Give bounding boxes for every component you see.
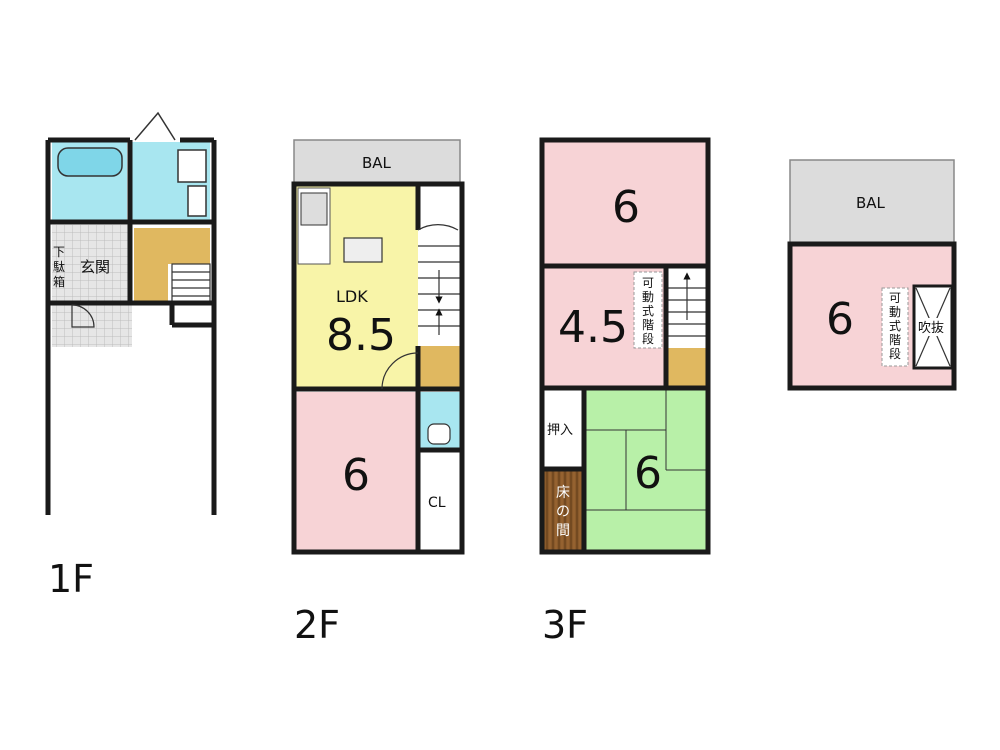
balcony-loft [789, 159, 955, 245]
sink-icon [187, 185, 207, 217]
stair-landing [134, 228, 210, 264]
movable-stair-label-loft: 可 動 式 階 段 [889, 291, 901, 361]
void-label: 吹抜 [918, 320, 944, 336]
svg-text:駄: 駄 [53, 259, 65, 274]
ldk-label: LDK [336, 287, 368, 306]
stair-landing-lower [134, 264, 168, 304]
ldk-size: 8.5 [326, 310, 396, 361]
svg-text:可: 可 [889, 291, 901, 305]
walls-1f [45, 137, 217, 515]
floor-3f: 6 4.5 可 動 式 階 段 押入 床 の 間 6 3F [539, 137, 711, 647]
porch-area [52, 305, 132, 347]
svg-text:式: 式 [889, 319, 901, 333]
tokonoma [544, 470, 582, 550]
room-top-3f [544, 142, 708, 264]
void-label-bg [916, 318, 950, 336]
tatami-size-3f: 6 [634, 448, 662, 499]
floor-label-2f: 2F [294, 603, 340, 647]
svg-text:下: 下 [53, 245, 65, 259]
movable-stair-loft [881, 287, 909, 367]
svg-text:間: 間 [556, 523, 570, 539]
svg-text:の: の [556, 504, 570, 520]
bathtub-icon [57, 147, 123, 177]
tokonoma-label: 床 の 間 [556, 485, 570, 539]
toilet-icon [427, 423, 451, 445]
walls-loft [787, 241, 957, 391]
stair-landing-3f [668, 348, 706, 386]
closet-label-2f: CL [428, 495, 446, 511]
floor-1f: 玄関 下 駄 箱 1F [45, 111, 217, 601]
entry-door-icon [134, 111, 176, 141]
stair-landing-2f [418, 346, 460, 388]
room-top-size-3f: 6 [612, 182, 640, 233]
svg-text:段: 段 [642, 331, 654, 346]
closet-label-3f: 押入 [547, 423, 573, 438]
svg-text:式: 式 [642, 304, 654, 318]
svg-text:階: 階 [889, 332, 901, 347]
door-swing-icon [381, 352, 419, 390]
movable-stair-label-3f: 可 動 式 階 段 [642, 276, 654, 346]
closet-2f [420, 452, 460, 550]
balcony-label-loft: BAL [856, 194, 886, 212]
balcony-2f [293, 139, 461, 185]
entrance-area [52, 225, 132, 305]
stair-2f [418, 245, 460, 335]
sink-icon [343, 237, 383, 263]
stair-1f [171, 263, 211, 303]
entrance-label: 玄関 [80, 258, 110, 276]
balcony-label-2f: BAL [362, 154, 392, 172]
walls-2f [291, 181, 465, 555]
toilet-icon [177, 149, 207, 183]
door-swing-icon [71, 304, 95, 328]
bedroom-size-2f: 6 [342, 450, 370, 501]
stair-3f [668, 272, 706, 337]
floor-2f: BAL LDK 8.5 6 [291, 139, 465, 647]
door-swing-icon [417, 224, 459, 231]
svg-text:床: 床 [556, 485, 570, 501]
room-mid-size-3f: 4.5 [558, 302, 628, 353]
movable-stair-3f [633, 271, 663, 349]
svg-text:階: 階 [642, 317, 654, 332]
shoe-box-label: 下 駄 箱 [53, 245, 65, 289]
svg-text:動: 動 [642, 290, 654, 304]
stove-icon [300, 192, 328, 226]
floor-label-1f: 1F [48, 557, 94, 601]
svg-text:箱: 箱 [53, 274, 65, 289]
bedroom-2f [296, 392, 416, 550]
svg-text:動: 動 [889, 305, 901, 319]
svg-text:段: 段 [889, 346, 901, 361]
closet-3f [544, 390, 582, 468]
floor-label-3f: 3F [542, 603, 588, 647]
room-size-loft: 6 [826, 294, 854, 345]
tatami-lines [586, 390, 706, 511]
floor-loft: BAL 6 可 動 式 階 段 吹抜 [787, 159, 957, 391]
walls-3f [539, 137, 711, 555]
svg-text:可: 可 [642, 276, 654, 290]
